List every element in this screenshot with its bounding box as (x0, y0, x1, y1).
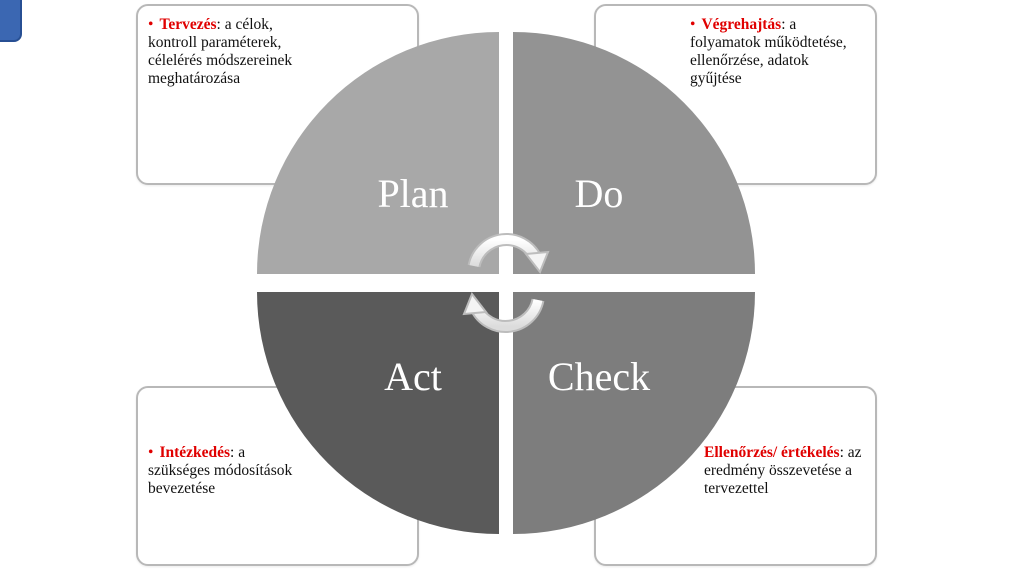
act-description: : a szükséges módosítások bevezetése (148, 444, 293, 497)
do-keyword: Végrehajtás (701, 16, 782, 33)
check-note-text: Ellenőrzés/ értékelés: az eredmény össze… (704, 444, 874, 498)
check-label: Check (548, 354, 650, 399)
circular-arrows-icon (462, 233, 550, 333)
act-note-text: • Intézkedés: a szükséges módosítások bev… (148, 444, 298, 498)
act-quadrant (257, 292, 499, 534)
plan-label: Plan (377, 171, 448, 216)
do-quadrant (513, 32, 755, 274)
act-label: Act (384, 354, 442, 399)
check-keyword: Ellenőrzés/ értékelés (704, 444, 840, 461)
plan-bullet: • (148, 16, 154, 33)
do-label: Do (575, 171, 624, 216)
corner-tab-icon (0, 0, 22, 42)
plan-quadrant (257, 32, 499, 274)
plan-description: : a célok, kontroll paraméterek, célelér… (148, 16, 293, 87)
do-description: : a folyamatok működtetése, ellenőrzése,… (690, 16, 847, 87)
act-keyword: Intézkedés (159, 444, 231, 461)
check-quadrant (513, 292, 755, 534)
do-bullet: • (690, 16, 696, 33)
check-description: : az eredmény összevetése a tervezettel (704, 444, 862, 497)
plan-note-text: • Tervezés: a célok, kontroll paraméterek… (148, 16, 313, 88)
do-note-text: • Végrehajtás: a folyamatok működtetése, … (690, 16, 850, 88)
act-bullet: • (148, 444, 154, 461)
plan-keyword: Tervezés (159, 16, 217, 33)
